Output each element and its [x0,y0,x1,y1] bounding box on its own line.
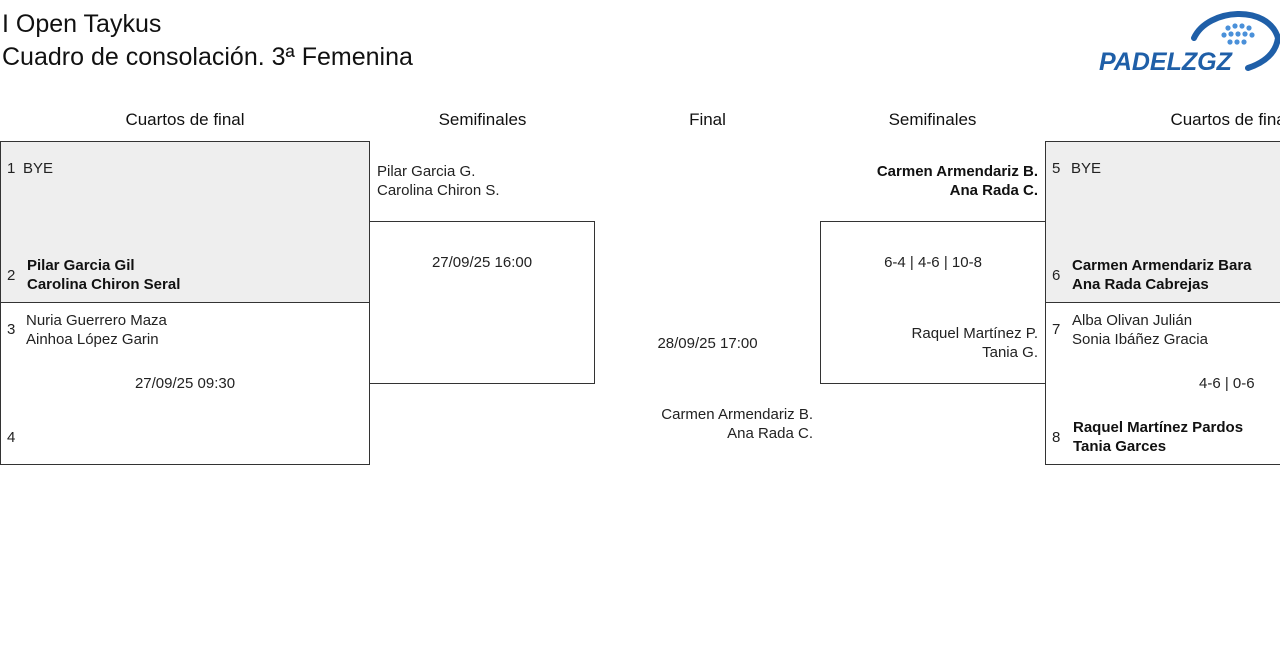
team-player[interactable]: Sonia Ibáñez Gracia [1072,331,1208,348]
team-bye: BYE [1071,160,1102,177]
champion-player[interactable]: Carmen Armendariz B. [661,406,813,423]
match-score: 4-6 | 0-6 [1199,375,1255,392]
team-bye: BYE [23,160,54,177]
seed-number: 4 [7,429,16,446]
team-player[interactable]: Pilar Garcia Gil [27,257,135,274]
team-player[interactable]: Carmen Armendariz Bara [1072,257,1252,274]
tournament-title: I Open Taykus [2,10,162,38]
seed-number: 3 [7,321,16,338]
logo-wordmark: PADELZGZ [1099,48,1234,74]
round-right-semis: Semifinales [888,110,977,129]
seed-number: 8 [1052,429,1061,446]
round-right-quarters: Cuartos de final [1170,110,1280,129]
team-player[interactable]: Pilar Garcia G. [377,163,476,180]
team-player[interactable]: Ainhoa López Garin [26,331,159,348]
team-player[interactable]: Nuria Guerrero Maza [26,312,167,329]
left-sf-match[interactable] [369,221,595,384]
team-player[interactable]: Ana Rada C. [949,182,1038,199]
team-player[interactable]: Carolina Chiron Seral [27,276,181,293]
team-player[interactable]: Ana Rada Cabrejas [1072,276,1209,293]
round-left-quarters: Cuartos de final [125,110,245,129]
match-score: 6-4 | 4-6 | 10-8 [884,254,982,271]
champion-player[interactable]: Ana Rada C. [727,425,813,442]
seed-number: 1 [7,160,16,177]
team-player[interactable]: Tania G. [982,344,1038,361]
left-qf-match-1[interactable] [0,141,370,303]
seed-number: 5 [1052,160,1061,177]
match-datetime: 27/09/25 16:00 [431,254,533,271]
round-final: Final [689,110,726,129]
team-player[interactable]: Carmen Armendariz B. [876,163,1038,180]
padelzgz-logo: PADELZGZ [1099,11,1280,74]
team-player[interactable]: Tania Garces [1073,438,1167,455]
right-qf-match-2[interactable] [1045,302,1280,465]
match-datetime: 27/09/25 09:30 [134,375,236,392]
seed-number: 2 [7,267,16,284]
seed-number: 7 [1052,321,1061,338]
final-datetime: 28/09/25 17:00 [657,335,758,352]
draw-subtitle: Cuadro de consolación. 3ª Femenina [2,43,413,71]
team-player[interactable]: Carolina Chiron S. [377,182,500,199]
team-player[interactable]: Alba Olivan Julián [1072,312,1193,329]
team-player[interactable]: Raquel Martínez Pardos [1073,419,1244,436]
seed-number: 6 [1052,267,1061,284]
round-left-semis: Semifinales [438,110,527,129]
right-qf-match-1[interactable] [1045,141,1280,303]
team-player[interactable]: Raquel Martínez P. [911,325,1038,342]
